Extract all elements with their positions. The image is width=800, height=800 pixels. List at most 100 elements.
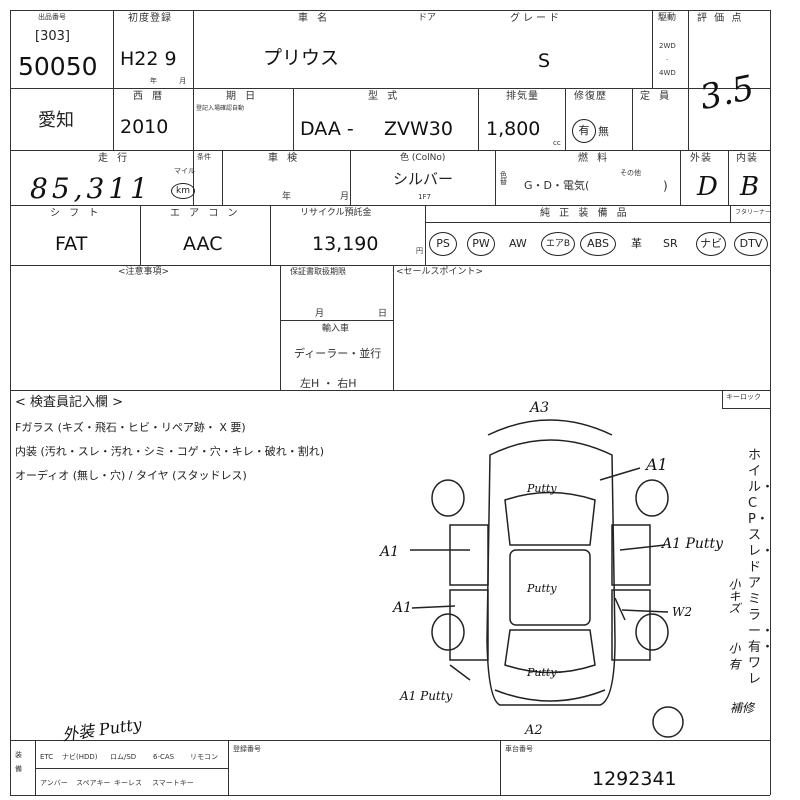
car-name-value: プリウス [263,47,340,69]
caution-label: <注意事項> [118,267,170,277]
footer-navi: ナビ(HDD) [62,753,98,761]
front-bumper [487,419,613,436]
recycle-unit: 円 [416,247,423,255]
grade-label: グレード [510,13,562,24]
mileage-label: 走 行 [98,153,131,164]
inspection-year: 年 [282,192,292,202]
color-code: 1F7 [418,193,431,201]
right-rear-door [611,589,651,661]
rule [688,10,689,150]
rule [280,320,393,321]
left-front-door [449,524,489,586]
inspection-month: 月 [340,192,350,202]
rule [722,408,770,409]
interior-label: 内装 [736,153,758,164]
lot-bracket: [303] [35,29,70,44]
rule [10,150,770,151]
rule [222,150,223,205]
rule [10,390,770,391]
year-label: 西 暦 [133,91,166,102]
mileage-unit-km: km [171,183,195,199]
sales-point-label: <セールスポイント> [396,267,484,277]
inspector-line2: 内装 (汚れ・スレ・汚れ・シミ・コゲ・穴・キレ・破れ・割れ) [15,445,325,458]
import-label: 輸入車 [322,324,350,334]
remote-label: キーロック [726,393,761,401]
reg-number-label: 登録番号 [233,745,261,753]
rule [228,740,229,795]
windshield [504,491,596,546]
inspector-line3: オーディオ (無し・穴) / タイヤ (スタッドレス) [15,469,247,482]
venue-label: 出品番号 [38,13,66,21]
rule [393,265,394,390]
area-label: 愛知 [38,110,74,131]
equip-label: 装 備 [15,751,22,773]
color-value: シルバー [393,170,454,188]
score-label: 評 価 点 [697,13,744,24]
fuel-label: 燃 料 [578,153,611,164]
right-front-door [611,524,651,586]
mark-a1-left-rear: A1 [391,600,412,616]
rule [113,88,114,150]
mark-a3: A3 [528,400,549,416]
repair-label: 修復歴 [574,91,607,102]
side-small3: 補修 [730,701,755,715]
rule [680,150,681,205]
rule [10,205,770,206]
first-reg-value: H22 9 [120,48,177,70]
rule [35,768,228,769]
equip-aw: AW [509,237,527,250]
mark-putty-roof: Putty [526,582,557,595]
roof [509,549,591,626]
rule [193,88,194,150]
mark-a1-putty-right: A1 Putty [660,536,724,552]
color-change-label: 色替 [500,171,507,186]
right-front-wheel [635,479,669,517]
drive-4wd: 4WD [659,69,676,77]
rule [652,10,653,88]
equip-ps: PS [429,232,457,256]
mark-a1-left-front: A1 [378,544,399,560]
color-label: 色 (ColNo) [400,153,446,163]
rule [293,88,294,150]
equip-airbag: エアB [541,232,575,256]
first-reg-label: 初度登録 [128,13,172,24]
interior-value: B [740,172,760,202]
shift-value: FAT [55,233,88,255]
mark-a1-front-right: A1 [644,455,668,474]
drive-2wd: 2WD [659,42,676,50]
rule [632,88,633,150]
ac-value: AAC [183,233,223,255]
model-label: 型 式 [368,91,401,102]
inspection-label: 車 検 [268,153,301,164]
footer-remote: リモコン [190,753,218,761]
model-prefix: DAA - [300,118,354,140]
rule [350,150,351,205]
rule [10,795,770,796]
displacement-value: 1,800 [486,118,541,140]
model-value: ZVW30 [384,118,453,140]
displacement-unit: cc [553,139,561,147]
rear-window [504,629,596,674]
equip-navi: ナビ [696,232,726,256]
drive-separator: · [666,56,669,64]
fuel-options: G・D・電気( [524,179,590,192]
footer-amber: アンバー [40,779,68,787]
warranty-day: 日 [378,309,388,319]
footer-spare-key: スペアキー [76,779,111,787]
equip-pw: PW [467,232,495,256]
recycle-label: リサイクル預託金 [300,208,372,218]
rule [10,265,770,266]
rule [495,150,496,205]
rule [140,205,141,265]
rule [730,205,731,222]
mark-a1-putty-rear: A1 Putty [399,689,453,703]
condition-label: 条件 [197,153,211,161]
rule [193,150,194,205]
dealer-label: ディーラー・並行 [294,347,382,360]
first-reg-unit: 年 月 [150,77,197,85]
rule [722,390,723,408]
equip-leather: 革 [631,237,642,250]
mileage-value: 85,311 [30,172,152,205]
equip-sr: SR [663,237,678,250]
